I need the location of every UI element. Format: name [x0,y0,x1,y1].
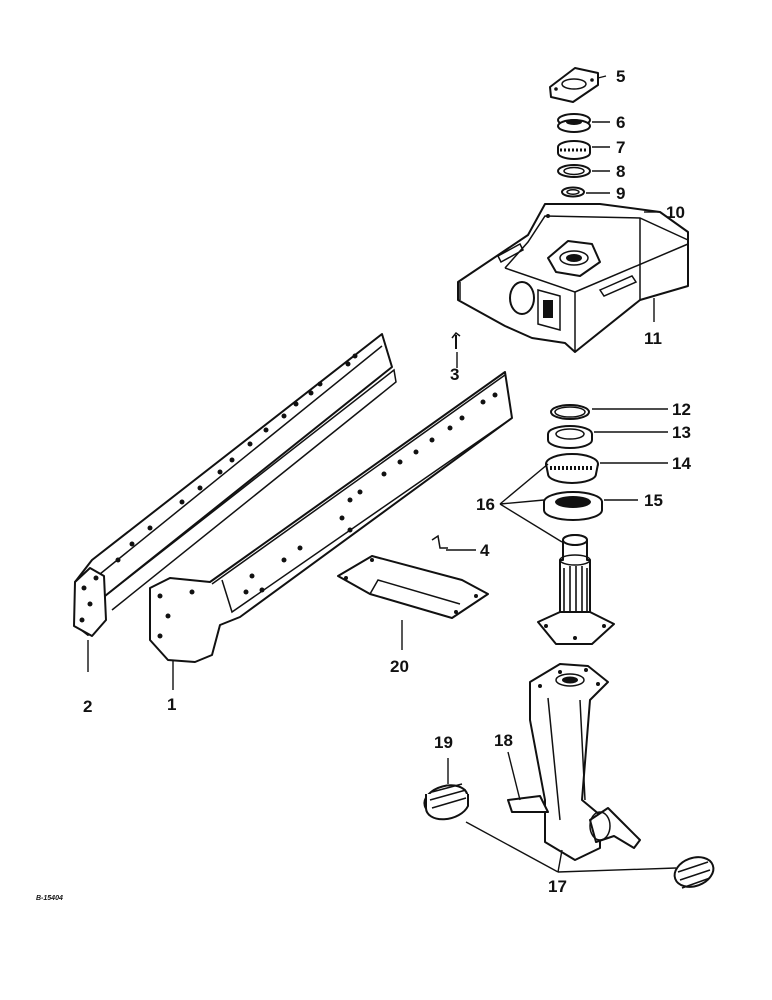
callout-11: 11 [644,329,662,348]
callout-3: 3 [450,365,459,384]
callout-18: 18 [494,731,513,750]
callout-12: 12 [672,400,691,419]
callout-8: 8 [616,162,625,181]
part-19-hub-cap [423,783,469,821]
callout-7: 7 [616,138,625,157]
part-2-frame-rail-left [73,333,397,637]
part-17-knuckle [507,663,641,861]
leader-lines [87,75,677,873]
callout-16: 16 [476,495,495,514]
part-14-bearing [545,453,599,484]
callout-6: 6 [616,113,625,132]
callout-20: 20 [390,657,409,676]
spindle [537,534,615,645]
part-12-o-ring [550,404,590,420]
part-6-seal [557,113,591,133]
callout-10: 10 [666,203,685,222]
part-13-race [547,425,593,449]
callout-14: 14 [672,454,691,473]
part-8-race [557,164,591,178]
part-4-clip [431,534,448,549]
drawing-code: B-15404 [36,895,63,902]
callout-19: 19 [434,733,453,752]
part-3-pin [451,331,461,349]
callout-15: 15 [644,491,663,510]
callout-5: 5 [616,67,625,86]
part-9-ring [561,186,585,198]
part-17-hub-cap [673,856,715,889]
callout-labels: 5 6 7 8 9 10 11 3 12 13 14 15 16 4 20 1 … [36,67,691,902]
part-11-bolster-housing [457,203,689,353]
part-15-seal [543,491,603,521]
callout-1: 1 [167,695,176,714]
part-7-bearing [557,140,591,160]
callout-13: 13 [672,423,691,442]
part-5-cap-plate [549,67,599,103]
part-1-frame-rail-right [149,371,513,663]
part-20-shield-plate [337,555,489,619]
callout-2: 2 [83,697,92,716]
callout-17: 17 [548,877,567,896]
callout-4: 4 [480,541,490,560]
callout-9: 9 [616,184,625,203]
